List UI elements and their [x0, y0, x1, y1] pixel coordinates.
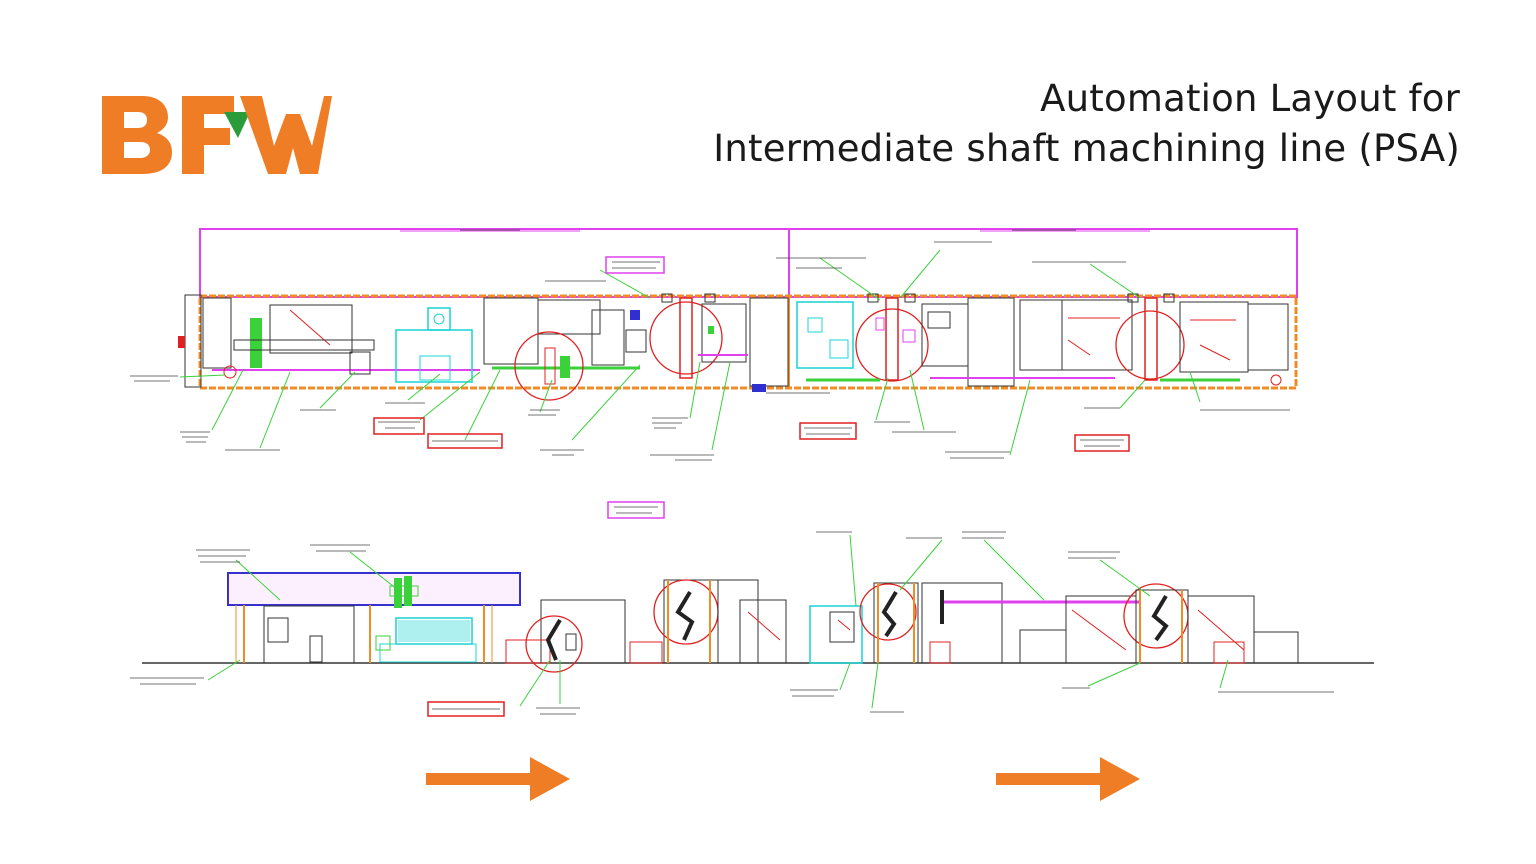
title-line-2: Intermediate shaft machining line (PSA): [713, 127, 1460, 170]
bfw-logo: [102, 96, 332, 174]
title-line-1: Automation Layout for: [1040, 77, 1460, 120]
flow-arrow-left: [426, 757, 570, 801]
elevation-view: [130, 531, 1374, 717]
flow-arrow-right: [996, 757, 1140, 801]
plan-view: [130, 228, 1298, 461]
page-title: Automation Layout for Intermediate shaft…: [713, 74, 1460, 174]
